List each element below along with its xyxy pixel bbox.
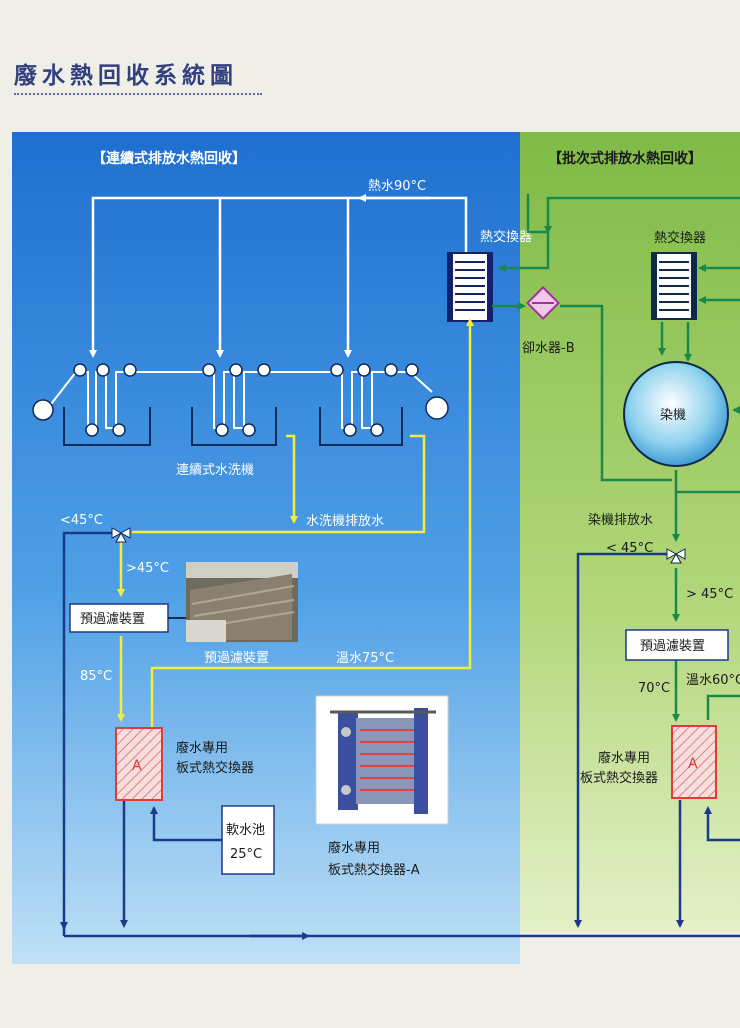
photo-caption-line2: 板式熱交換器-A — [328, 862, 420, 878]
left-heat-exchanger-label: 熱交換器 — [480, 229, 532, 245]
right-prefilter-label: 預過濾裝置 — [640, 639, 705, 654]
continuous-section-title: 【連續式排放水熱回收】 — [92, 150, 246, 167]
hot-water-label: 熱水90°C — [368, 179, 426, 194]
washer-label: 連續式水洗機 — [176, 463, 254, 478]
washer-drain-line — [117, 318, 474, 780]
right-cold-line — [574, 552, 740, 928]
cooler-b — [526, 286, 560, 320]
right-plate-hx-line1: 廢水專用 — [598, 751, 650, 766]
batch-section-title: 【批次式排放水熱回收】 — [548, 150, 702, 167]
left-temp-high: >45°C — [126, 561, 169, 576]
left-plate-hx-line1: 廢水專用 — [176, 741, 228, 756]
left-cold-line — [60, 531, 740, 940]
left-plate-hx-letter: A — [132, 758, 142, 774]
title-rule — [14, 93, 262, 95]
right-prefilter-box — [625, 629, 729, 661]
right-plate-hx-letter: A — [688, 756, 698, 772]
right-heat-exchanger — [651, 252, 697, 320]
right-heat-exchanger-label: 熱交換器 — [654, 230, 706, 246]
left-warm-water-label: 溫水75°C — [336, 651, 394, 666]
right-temp-high: > 45°C — [686, 587, 733, 602]
dye-machine-label: 染機 — [660, 408, 686, 423]
left-plate-hx-box — [115, 727, 163, 801]
continuous-washer — [32, 363, 449, 446]
right-plate-hx-line2: 板式熱交換器 — [580, 770, 658, 786]
prefilter-photo — [186, 562, 298, 642]
left-temp-85: 85°C — [80, 669, 112, 684]
dye-machine — [623, 361, 729, 467]
left-prefilter-label: 預過濾裝置 — [80, 612, 145, 627]
photo-caption-line1: 廢水專用 — [328, 841, 380, 856]
soft-water-tank-line1: 軟水池 — [226, 822, 265, 838]
prefilter-photo-caption: 預過濾裝置 — [204, 651, 269, 666]
right-warm-water-label: 溫水60°C — [686, 673, 740, 688]
left-temp-low: <45°C — [60, 513, 103, 528]
cooler-label: 卻水器-B — [522, 341, 575, 356]
left-plate-hx-line2: 板式熱交換器 — [176, 760, 254, 776]
right-temp-low: < 45°C — [606, 541, 653, 556]
soft-water-tank — [221, 805, 275, 875]
washer-drain-label: 水洗機排放水 — [306, 514, 384, 529]
left-three-way-valve — [111, 527, 131, 543]
hot-water-line — [89, 194, 468, 358]
plate-heat-exchanger-photo — [315, 695, 449, 825]
page-title: 廢水熱回收系統圖 — [14, 62, 238, 89]
soft-water-tank-line2: 25°C — [230, 847, 262, 862]
dye-drain-label: 染機排放水 — [588, 513, 653, 528]
right-plate-hx-box — [671, 725, 717, 799]
left-heat-exchanger — [447, 252, 493, 322]
batch-green-lines — [492, 194, 740, 722]
right-temp-70: 70°C — [638, 681, 670, 696]
